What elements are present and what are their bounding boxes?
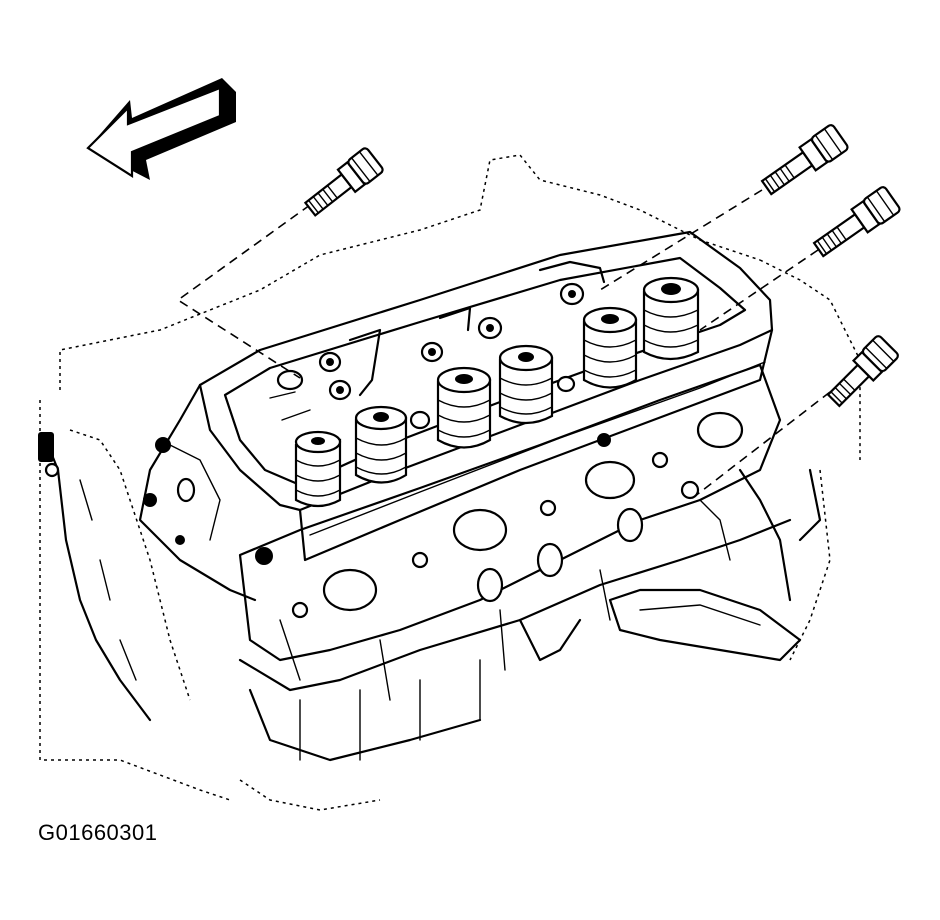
injector <box>354 405 408 484</box>
injector <box>498 344 554 425</box>
timing-cover-edge <box>38 432 152 722</box>
figure-code: G01660301 <box>38 820 158 845</box>
head-bolt <box>176 147 384 379</box>
head-bolts <box>176 124 901 501</box>
head-bolt <box>689 335 899 501</box>
engine-lower <box>238 468 822 762</box>
head-bolt <box>699 186 901 331</box>
rocker-rings <box>269 260 606 430</box>
injector <box>642 276 700 361</box>
fuel-injectors <box>294 276 700 508</box>
injector <box>582 306 638 389</box>
exhaust-ports <box>238 363 782 701</box>
injector <box>436 366 492 449</box>
head-bolt <box>599 124 849 291</box>
direction-arrow <box>86 78 236 180</box>
injector <box>294 430 342 508</box>
